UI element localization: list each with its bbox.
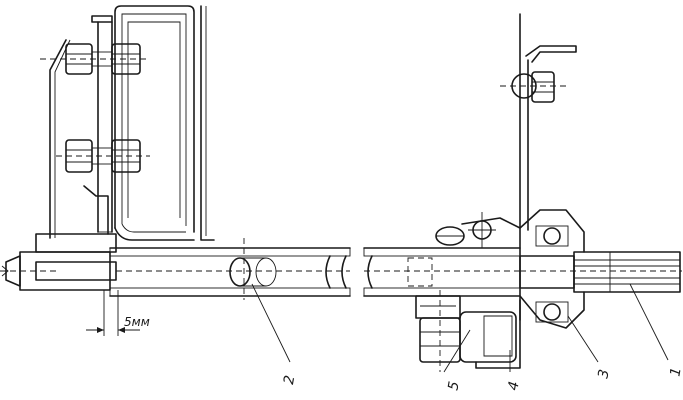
output-shaft xyxy=(519,251,682,293)
lock-pin xyxy=(435,212,521,248)
bearing-housing xyxy=(519,209,585,329)
callout-2: 2 xyxy=(281,374,298,386)
callout-4: 4 xyxy=(505,380,522,392)
callout-leaders xyxy=(251,283,669,373)
upper-bolt xyxy=(40,43,150,75)
right-shaft-assembly xyxy=(363,13,682,372)
callout-1: 1 xyxy=(667,366,683,378)
gap-dimension: 5мм xyxy=(86,290,150,336)
clamp-bracket xyxy=(415,290,521,372)
callout-5: 5 xyxy=(445,380,462,392)
dimension-label: 5мм xyxy=(124,315,150,329)
callout-3: 3 xyxy=(595,368,612,380)
panel-bolt xyxy=(500,71,570,103)
lower-bolt xyxy=(56,139,150,173)
left-bracket-assembly xyxy=(0,5,351,300)
